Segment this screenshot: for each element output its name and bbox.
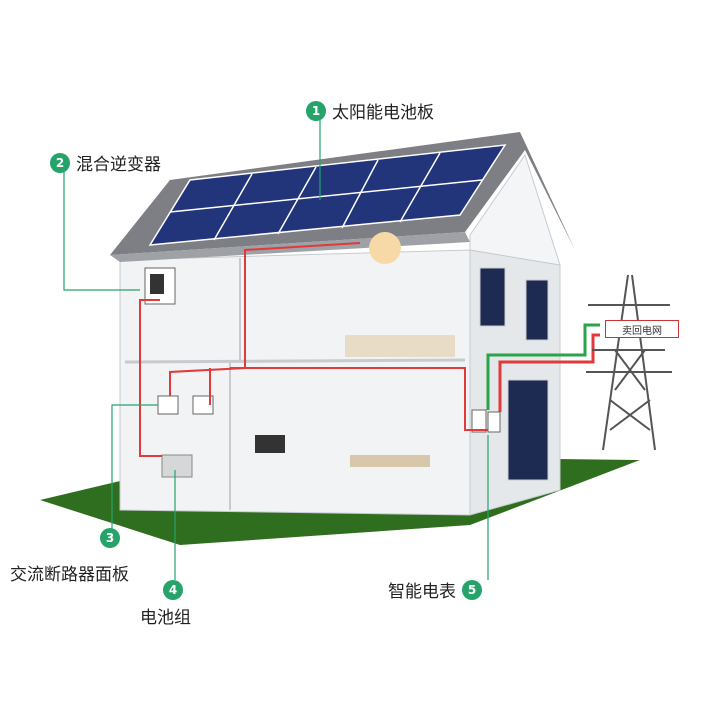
inverter-panel: [150, 274, 164, 294]
sell-to-grid-sign: 卖回电网: [605, 320, 679, 338]
callout-solar-panel: 1 太阳能电池板: [306, 98, 434, 123]
sofa: [345, 335, 455, 357]
house-gable: [469, 153, 561, 266]
solar-panel: [148, 144, 507, 246]
red-grid-line: [498, 333, 600, 412]
callout-2-label: 混合逆变器: [76, 155, 161, 175]
callout-hybrid-inverter: 2 混合逆变器: [50, 150, 161, 175]
transmission-tower: [586, 274, 672, 451]
smart-meter-box: [471, 409, 487, 433]
callout-smart-meter: 智能电表 5: [388, 577, 482, 602]
battery-box: [161, 454, 193, 478]
door-glass: [507, 379, 549, 481]
callout-4-label: 电池组: [140, 608, 191, 628]
callout-lines: [63, 108, 489, 580]
breaker-panel-box: [157, 395, 179, 415]
callout-4-badge: 4: [163, 580, 183, 600]
window-upper-left: [479, 267, 506, 327]
callout-1-badge: 1: [306, 100, 326, 121]
smart-meter-box-2: [487, 411, 501, 433]
floor-divider: [124, 358, 466, 364]
callout-3-label: 交流断路器面板: [10, 565, 129, 585]
dining-table: [350, 455, 430, 467]
callout-5-badge: 5: [462, 579, 482, 600]
tv: [255, 435, 285, 453]
callout-3-badge: 3: [100, 528, 120, 548]
callout-4-marker: 4: [163, 580, 183, 600]
breaker-panel-box-2: [192, 395, 214, 415]
ceiling-lamp: [369, 232, 401, 264]
red-wiring: [139, 242, 488, 457]
green-grid-line: [486, 323, 600, 410]
callout-1-label: 太阳能电池板: [332, 103, 434, 123]
callout-3-marker: 3: [100, 528, 120, 548]
window-upper-right: [525, 279, 549, 341]
callout-2-badge: 2: [50, 152, 70, 173]
callout-5-label: 智能电表: [388, 582, 456, 602]
